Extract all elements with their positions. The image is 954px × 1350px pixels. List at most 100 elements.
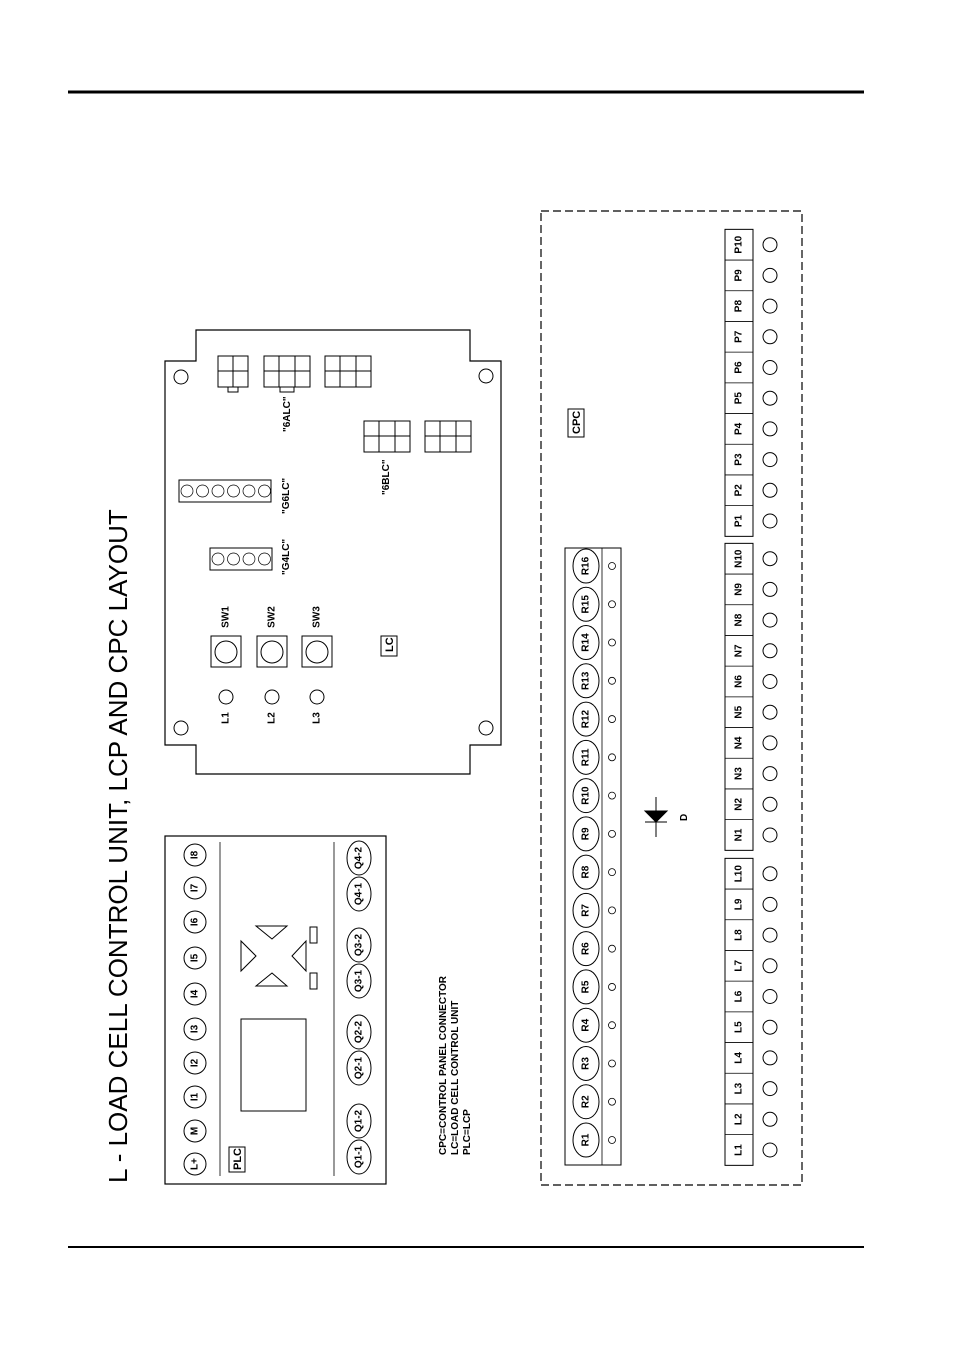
n-terminal-label: N5 (734, 705, 745, 718)
switch-button: SW2 (256, 606, 288, 668)
switch-button: SW3 (301, 606, 333, 668)
p-terminal-label: P2 (734, 484, 745, 497)
diode-icon (643, 797, 669, 837)
p-terminal-label: P8 (734, 300, 745, 313)
lc-tag: LC (384, 637, 396, 652)
relay-label: R15 (581, 595, 592, 614)
relay: R6 (572, 931, 616, 967)
plc-input-label: I3 (190, 1024, 201, 1033)
led-indicator: L3 (309, 689, 325, 724)
relay: R2 (572, 1084, 616, 1120)
relay: R8 (572, 854, 616, 890)
plc-output-terminal: Q3-1 (346, 963, 372, 999)
p-terminal-label: P6 (734, 361, 745, 374)
p-terminal: P4 (734, 421, 778, 437)
switch-label: SW2 (267, 606, 278, 628)
l-terminal: L1 (734, 1142, 778, 1158)
relay-label: R3 (581, 1057, 592, 1070)
plc-input-terminal: I7 (183, 876, 207, 900)
l-terminal-label: L9 (734, 898, 745, 910)
p-terminal: P6 (734, 360, 778, 375)
p-terminal-label: P10 (734, 235, 745, 253)
relay: R4 (572, 1007, 616, 1043)
relay: R7 (572, 892, 616, 928)
plc-input-terminal: M (183, 1119, 207, 1143)
p-terminal: P2 (734, 482, 778, 498)
legend-line: CPC=CONTROL PANEL CONNECTOR (438, 975, 449, 1155)
p-terminal: P10 (734, 235, 778, 254)
mounting-hole (478, 720, 494, 736)
l-terminal: L6 (734, 989, 778, 1004)
l-terminal-label: L3 (734, 1082, 745, 1094)
plc-input-terminal: I2 (183, 1051, 207, 1075)
connector-6pin-right (424, 420, 472, 453)
plc-output-label: Q3-1 (354, 969, 365, 992)
n-terminal-label: N7 (734, 644, 745, 657)
connector-6alc (263, 355, 311, 393)
n-terminal: N9 (734, 581, 778, 597)
switch-button: SW1 (210, 606, 242, 668)
relay-label: R9 (581, 827, 592, 840)
plc-display (240, 1018, 307, 1112)
relay-label: R7 (581, 904, 592, 917)
relay-label: R14 (581, 633, 592, 652)
relay: R10 (572, 778, 616, 814)
l-terminal: L2 (734, 1111, 778, 1127)
relay: R1 (572, 1122, 616, 1158)
n-terminal-label: N6 (734, 675, 745, 688)
plc-output-label: Q3-2 (354, 933, 365, 956)
cpc-panel: CPC R1R2R3R4R5R6R7R8R9R10R11R12R13R14R15… (540, 210, 803, 1186)
l-terminal-label: L10 (734, 865, 745, 883)
relay: R12 (572, 701, 616, 737)
n-terminal: N4 (734, 735, 778, 751)
plc-output-terminal: Q4-1 (346, 876, 372, 912)
plc-input-label: I1 (190, 1092, 201, 1101)
plc-output-terminal: Q1-1 (346, 1139, 372, 1175)
page-title: L - LOAD CELL CONTROL UNIT, LCP AND CPC … (103, 509, 133, 1183)
p-terminal: P1 (734, 513, 778, 529)
relay: R16 (572, 548, 616, 584)
led-label: L2 (267, 712, 278, 724)
terminal-strip-g4lc (209, 547, 273, 571)
plc-input-terminal: L+ (183, 1152, 207, 1176)
l-terminal: L3 (734, 1081, 778, 1097)
plc-tag: PLC (232, 1148, 244, 1170)
n-terminal-label: N1 (734, 828, 745, 841)
plc-output-label: Q1-2 (354, 1109, 365, 1132)
led-indicator: L2 (264, 689, 280, 724)
plc-small-key (309, 972, 318, 990)
relay-board (564, 547, 622, 1166)
n-terminal: N5 (734, 704, 778, 720)
p-terminal-label: P9 (734, 269, 745, 282)
switch-label: SW1 (221, 606, 232, 628)
l-terminal-label: L7 (734, 960, 745, 972)
led-label: L1 (221, 712, 232, 724)
p-terminal: P9 (734, 267, 778, 283)
n-terminal: N8 (734, 612, 778, 628)
plc-input-label: I2 (190, 1058, 201, 1067)
diode-label: D (679, 814, 690, 821)
plc-output-terminal: Q1-2 (346, 1103, 372, 1139)
mounting-hole (478, 368, 494, 384)
plc-input-terminal: I5 (183, 946, 207, 970)
plc-input-terminal: I6 (183, 910, 207, 934)
l-terminal-label: L4 (734, 1052, 745, 1064)
n-terminal-label: N3 (734, 767, 745, 780)
relay-label: R6 (581, 942, 592, 955)
p-terminal: P7 (734, 329, 778, 345)
l-terminal: L7 (734, 958, 778, 974)
relay-label: R8 (581, 865, 592, 878)
l-terminal: L10 (734, 865, 778, 883)
relay-label: R4 (581, 1018, 592, 1031)
relay-label: R5 (581, 980, 592, 993)
plc-output-label: Q4-2 (354, 846, 365, 869)
n-terminal: N7 (734, 643, 778, 659)
connector-3pin-top (324, 355, 372, 388)
n-terminal: N1 (734, 827, 778, 843)
mounting-hole (173, 369, 189, 385)
plc-input-terminal: I1 (183, 1085, 207, 1109)
n-terminal-label: N9 (734, 583, 745, 596)
p-terminal-label: P4 (734, 422, 745, 435)
